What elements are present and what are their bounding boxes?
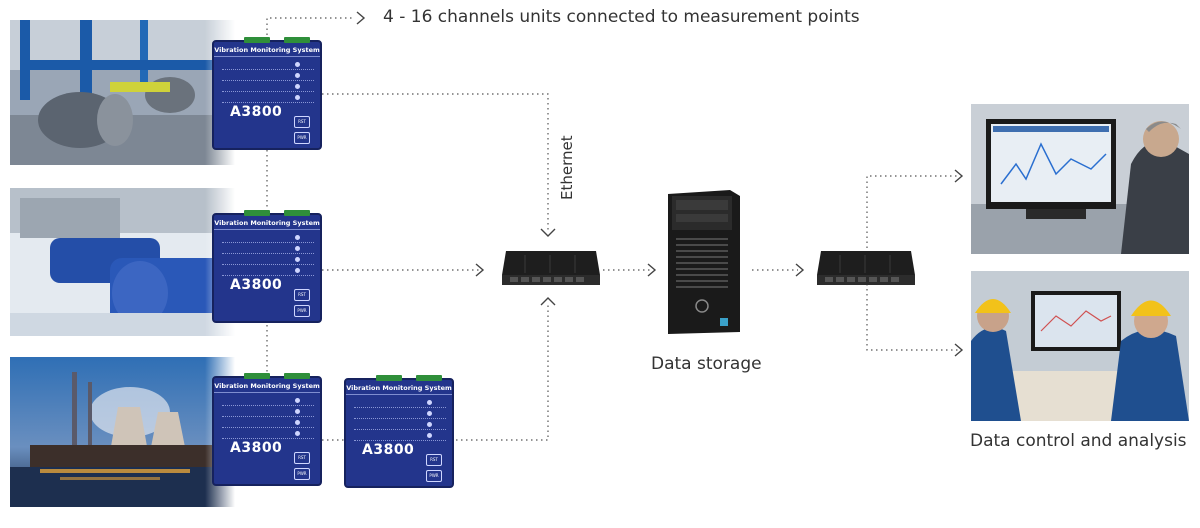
data-storage-server — [668, 190, 740, 334]
arrowhead-server — [647, 263, 657, 277]
a3800-unit-2: Vibration Monitoring System A3800 RST PW… — [212, 210, 322, 323]
unit-1-channel-leds — [222, 60, 314, 103]
unit-4-model: A3800 — [362, 442, 415, 458]
line-unit4-to-switch — [456, 302, 549, 441]
unit-2-model: A3800 — [230, 277, 283, 293]
data-storage-label: Data storage — [651, 354, 762, 374]
ethernet-label: Ethernet — [558, 135, 576, 200]
unit-4-reset-button: RST — [426, 454, 442, 466]
unit-3-model: A3800 — [230, 440, 283, 456]
unit-1-reset-button: RST — [294, 116, 310, 128]
workstation-illustration — [971, 104, 1189, 254]
arrowhead-right-switch — [475, 263, 485, 277]
unit-1-model: A3800 — [230, 104, 283, 120]
unit-4-power-button: PWR — [426, 470, 442, 482]
unit-2-power-button: PWR — [294, 305, 310, 317]
power-plant-illustration — [10, 357, 235, 507]
arrowhead-caption — [356, 11, 366, 25]
header-caption: 4 - 16 channels units connected to measu… — [383, 7, 860, 27]
unit-3-channel-leds — [222, 396, 314, 439]
a3800-unit-1: Vibration Monitoring System A3800 RST PW… — [212, 37, 322, 150]
unit-2-reset-button: RST — [294, 289, 310, 301]
network-switch-1 — [502, 251, 600, 285]
arrowhead-up-switch — [540, 297, 556, 306]
power-plant-photo — [10, 357, 235, 507]
unit-1-power-button: PWR — [294, 132, 310, 144]
pump-station-photo — [10, 20, 235, 165]
pump-station-illustration — [10, 20, 235, 165]
line-unit1-to-switch — [322, 93, 549, 233]
network-switch-2 — [817, 251, 915, 285]
motor-hall-illustration — [10, 188, 235, 336]
line-switch-to-engineers — [866, 284, 958, 351]
unit-3-power-button: PWR — [294, 468, 310, 480]
a3800-unit-3: Vibration Monitoring System A3800 RST PW… — [212, 373, 322, 486]
data-analysis-label: Data control and analysis — [970, 431, 1187, 451]
unit-3-reset-button: RST — [294, 452, 310, 464]
unit-2-channel-leds — [222, 233, 314, 276]
arrowhead-workstation — [954, 169, 964, 183]
unit-4-title: Vibration Monitoring System — [346, 384, 452, 395]
unit-1-title: Vibration Monitoring System — [214, 46, 320, 57]
line-to-caption — [266, 17, 355, 40]
motor-hall-photo — [10, 188, 235, 336]
unit-4-channel-leds — [354, 398, 446, 441]
arrowhead-switch-2 — [795, 263, 805, 277]
workstation-photo — [971, 104, 1189, 254]
engineers-photo — [971, 271, 1189, 421]
unit-3-title: Vibration Monitoring System — [214, 382, 320, 393]
a3800-unit-4: Vibration Monitoring System A3800 RST PW… — [344, 375, 454, 488]
unit-2-title: Vibration Monitoring System — [214, 219, 320, 230]
arrowhead-engineers — [954, 343, 964, 357]
arrowhead-down-switch — [540, 228, 556, 237]
engineers-illustration — [971, 271, 1189, 421]
